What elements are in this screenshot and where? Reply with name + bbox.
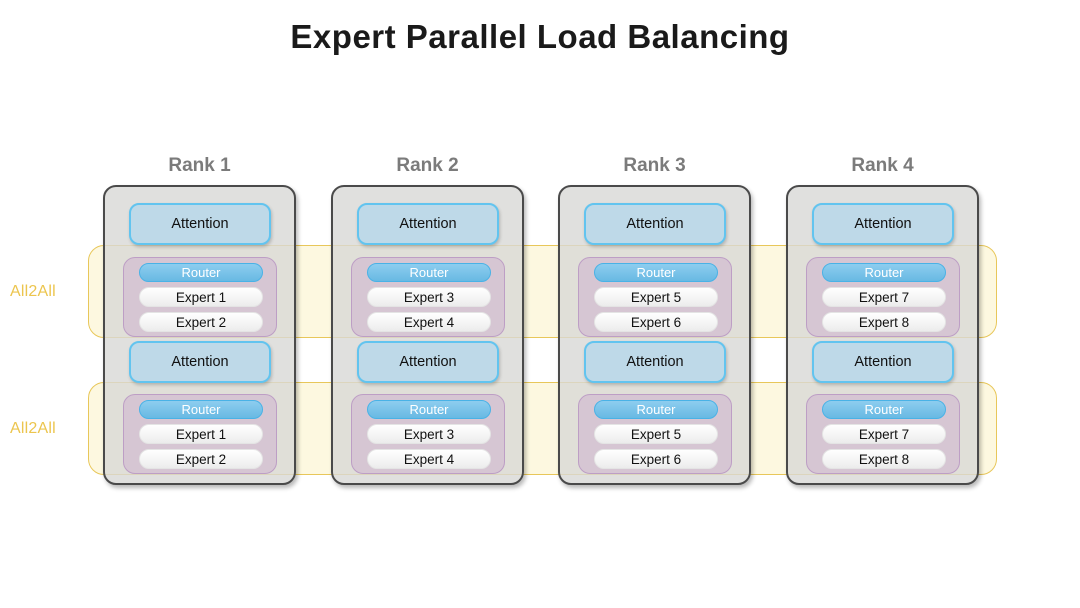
router-block: Router (822, 263, 946, 282)
all2all-label-1: All2All (10, 283, 56, 300)
rank-column-2: Rank 2 Attention Router Expert 3 Expert … (331, 155, 524, 485)
attention-block: Attention (812, 203, 954, 245)
page-title: Expert Parallel Load Balancing (290, 18, 790, 55)
rank-contents-2: Attention Router Expert 3 Expert 4 Atten… (331, 185, 524, 485)
expert-block: Expert 2 (139, 449, 263, 469)
rank-label-2: Rank 2 (396, 155, 459, 176)
moe-group: Router Expert 3 Expert 4 (351, 257, 505, 337)
router-block: Router (367, 400, 491, 419)
rank-contents-4: Attention Router Expert 7 Expert 8 Atten… (786, 185, 979, 485)
expert-block: Expert 1 (139, 424, 263, 444)
expert-block: Expert 7 (822, 287, 946, 307)
attention-block: Attention (357, 341, 499, 383)
router-block: Router (594, 400, 718, 419)
attention-block: Attention (129, 203, 271, 245)
expert-block: Expert 6 (594, 312, 718, 332)
all2all-label-2: All2All (10, 420, 56, 437)
expert-block: Expert 8 (822, 449, 946, 469)
attention-block: Attention (584, 341, 726, 383)
rank-contents-1: Attention Router Expert 1 Expert 2 Atten… (103, 185, 296, 485)
moe-group: Router Expert 7 Expert 8 (806, 394, 960, 474)
moe-group: Router Expert 5 Expert 6 (578, 394, 732, 474)
attention-block: Attention (129, 341, 271, 383)
expert-block: Expert 1 (139, 287, 263, 307)
router-block: Router (367, 263, 491, 282)
moe-group: Router Expert 1 Expert 2 (123, 257, 277, 337)
router-block: Router (139, 400, 263, 419)
attention-block: Attention (357, 203, 499, 245)
rank-column-3: Rank 3 Attention Router Expert 5 Expert … (558, 155, 751, 485)
rank-label-3: Rank 3 (623, 155, 686, 176)
rank-label-1: Rank 1 (168, 155, 231, 176)
rank-column-4: Rank 4 Attention Router Expert 7 Expert … (786, 155, 979, 485)
expert-block: Expert 8 (822, 312, 946, 332)
expert-block: Expert 3 (367, 424, 491, 444)
router-block: Router (594, 263, 718, 282)
moe-group: Router Expert 3 Expert 4 (351, 394, 505, 474)
router-block: Router (822, 400, 946, 419)
expert-block: Expert 5 (594, 287, 718, 307)
rank-column-1: Rank 1 Attention Router Expert 1 Expert … (103, 155, 296, 485)
expert-block: Expert 5 (594, 424, 718, 444)
rank-label-4: Rank 4 (851, 155, 914, 176)
moe-group: Router Expert 5 Expert 6 (578, 257, 732, 337)
moe-group: Router Expert 1 Expert 2 (123, 394, 277, 474)
attention-block: Attention (812, 341, 954, 383)
expert-block: Expert 4 (367, 312, 491, 332)
rank-contents-3: Attention Router Expert 5 Expert 6 Atten… (558, 185, 751, 485)
expert-block: Expert 4 (367, 449, 491, 469)
expert-block: Expert 6 (594, 449, 718, 469)
expert-block: Expert 2 (139, 312, 263, 332)
expert-block: Expert 7 (822, 424, 946, 444)
expert-block: Expert 3 (367, 287, 491, 307)
router-block: Router (139, 263, 263, 282)
attention-block: Attention (584, 203, 726, 245)
moe-group: Router Expert 7 Expert 8 (806, 257, 960, 337)
